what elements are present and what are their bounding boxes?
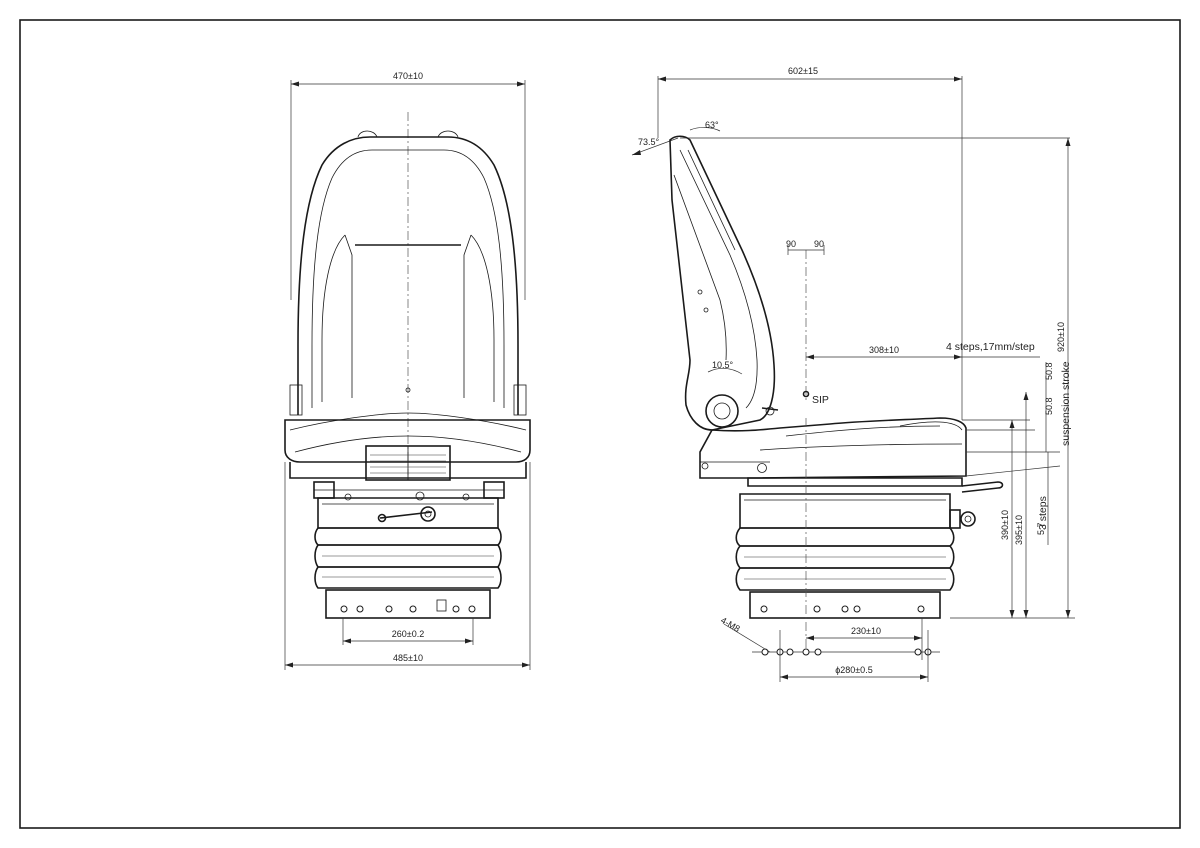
front-view: 470±10 bbox=[284, 71, 531, 670]
bolt-pattern bbox=[761, 648, 932, 656]
side-depth-label: 602±15 bbox=[788, 66, 818, 76]
height-adjust-knob bbox=[420, 506, 436, 522]
side-base-plate bbox=[749, 591, 941, 619]
side-suspension-box bbox=[739, 493, 951, 529]
front-base-plate bbox=[325, 589, 491, 619]
recline-angle-label: 10.5° bbox=[712, 360, 734, 370]
height-390-label: 390±10 bbox=[1000, 510, 1010, 540]
height-step-value: 5.7 bbox=[1036, 522, 1046, 535]
front-suspension-box bbox=[317, 497, 499, 529]
bolt-spacing-label: 230±10 bbox=[851, 626, 881, 636]
sip-offset-label-a: 90 bbox=[786, 239, 796, 249]
front-bellows bbox=[314, 527, 502, 546]
recline-hinge bbox=[705, 394, 739, 428]
slide-steps-label: 4 steps,17mm/step bbox=[946, 341, 1035, 353]
backrest-angle-label-b: 63° bbox=[705, 120, 719, 130]
suspension-stroke-label: suspension stroke bbox=[1060, 361, 1072, 446]
height-395-label: 395±10 bbox=[1014, 515, 1024, 545]
side-view: 602±15 73.5° 63° 10.5° 90 90 SIP bbox=[631, 66, 1075, 682]
front-width-label: 470±10 bbox=[393, 71, 423, 81]
front-seat-cushion bbox=[284, 419, 531, 463]
total-height-label: 920±10 bbox=[1056, 322, 1066, 352]
height-steps-label: 3 steps bbox=[1037, 496, 1049, 530]
backrest-inner bbox=[311, 149, 505, 408]
backrest-outline bbox=[297, 136, 519, 415]
front-mount-width-label: 260±0.2 bbox=[392, 629, 424, 639]
stroke-label-a: 50.8 bbox=[1044, 362, 1054, 380]
sip-point bbox=[802, 390, 810, 398]
drawing-border bbox=[19, 19, 1181, 829]
side-base-holes bbox=[760, 605, 925, 613]
front-base-holes bbox=[340, 599, 476, 613]
backrest-angle-label-a: 73.5° bbox=[638, 137, 660, 147]
stroke-label-b: 50.8 bbox=[1044, 397, 1054, 415]
slide-travel-label: 308±10 bbox=[869, 345, 899, 355]
bolt-spec-label: 4-M8 bbox=[719, 615, 742, 634]
sip-label: SIP bbox=[812, 394, 829, 406]
side-seat-cushion bbox=[699, 417, 967, 479]
side-backrest-outline bbox=[669, 135, 776, 431]
front-base-width-label: 485±10 bbox=[393, 653, 423, 663]
bolt-diameter-label: ɸ280±0.5 bbox=[835, 665, 872, 675]
side-adjust-knob bbox=[960, 511, 976, 527]
sip-offset-label-b: 90 bbox=[814, 239, 824, 249]
